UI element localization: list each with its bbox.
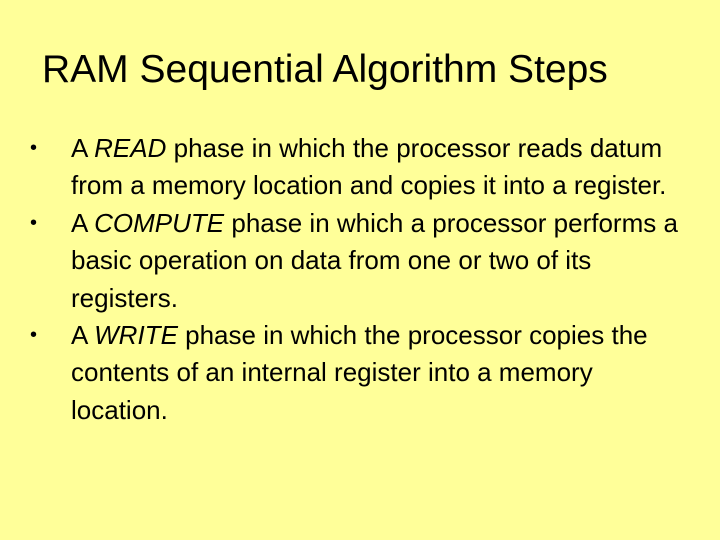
bullet-rest: phase in which the processor copies the …	[71, 320, 648, 425]
bullet-emphasis: COMPUTE	[94, 207, 225, 238]
bullet-rest: phase in which the processor reads datum…	[71, 133, 667, 201]
bullet-prefix: A	[71, 320, 95, 351]
bullet-read-phase: • A READ phase in which the processor re…	[30, 130, 680, 205]
bullet-prefix: A	[71, 133, 95, 163]
bullet-rest: phase in which a processor performs a ba…	[71, 207, 678, 313]
bullet-emphasis: WRITE	[94, 320, 178, 351]
bullet-text: A COMPUTE phase in which a processor per…	[71, 208, 678, 313]
bullet-dot-icon: •	[30, 324, 38, 347]
slide-title: RAM Sequential Algorithm Steps	[42, 48, 608, 91]
bullet-dot-icon: •	[30, 137, 38, 159]
bullet-text: A READ phase in which the processor read…	[71, 133, 666, 200]
bullet-text: A WRITE phase in which the processor cop…	[71, 320, 648, 425]
bullet-emphasis: READ	[94, 133, 167, 163]
bullet-list: • A READ phase in which the processor re…	[30, 130, 680, 429]
bullet-write-phase: • A WRITE phase in which the processor c…	[30, 317, 680, 429]
bullet-compute-phase: • A COMPUTE phase in which a processor p…	[30, 205, 680, 317]
bullet-dot-icon: •	[30, 211, 38, 234]
bullet-prefix: A	[71, 207, 95, 238]
